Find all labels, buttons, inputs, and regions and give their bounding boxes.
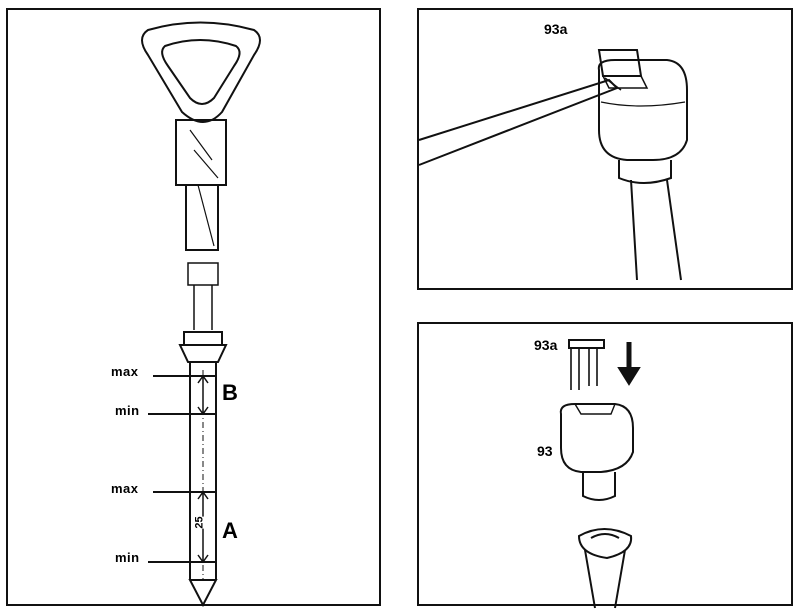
dipstick-handle-hole <box>161 39 241 105</box>
part-label-93a-install: 93a <box>534 337 558 353</box>
range-letter-a: A <box>222 518 238 543</box>
tube <box>630 179 682 281</box>
dipstick-handle <box>141 21 261 123</box>
clip-93a <box>597 49 643 77</box>
dipstick-body <box>175 119 227 186</box>
part-label-93: 93 <box>537 443 553 459</box>
part-label-93a: 93a <box>544 21 568 37</box>
screwdriver <box>418 78 619 166</box>
dipstick-shaft <box>189 362 217 580</box>
range-letter-b: B <box>222 380 238 405</box>
dipstick-collar <box>183 331 223 346</box>
cap-body <box>597 59 688 161</box>
clip-removal-drawing <box>418 49 688 281</box>
clip-removal-panel: 93a <box>417 8 793 290</box>
max-mark-upper: max <box>111 364 139 379</box>
clip-install-panel: 93a 93 <box>417 322 793 609</box>
min-mark-upper: min <box>115 403 140 418</box>
min-mark-lower: min <box>115 550 140 565</box>
tube <box>584 549 626 609</box>
dipstick-panel: max min max min B A 25 <box>6 8 381 608</box>
clip-install-drawing <box>559 339 641 609</box>
max-mark-lower: max <box>111 481 139 496</box>
dipstick-drawing <box>141 21 261 608</box>
scale-value: 25 <box>193 516 206 529</box>
dipstick-tip <box>188 579 218 608</box>
clip-93a-fork <box>568 339 605 349</box>
cap-93 <box>559 403 634 473</box>
